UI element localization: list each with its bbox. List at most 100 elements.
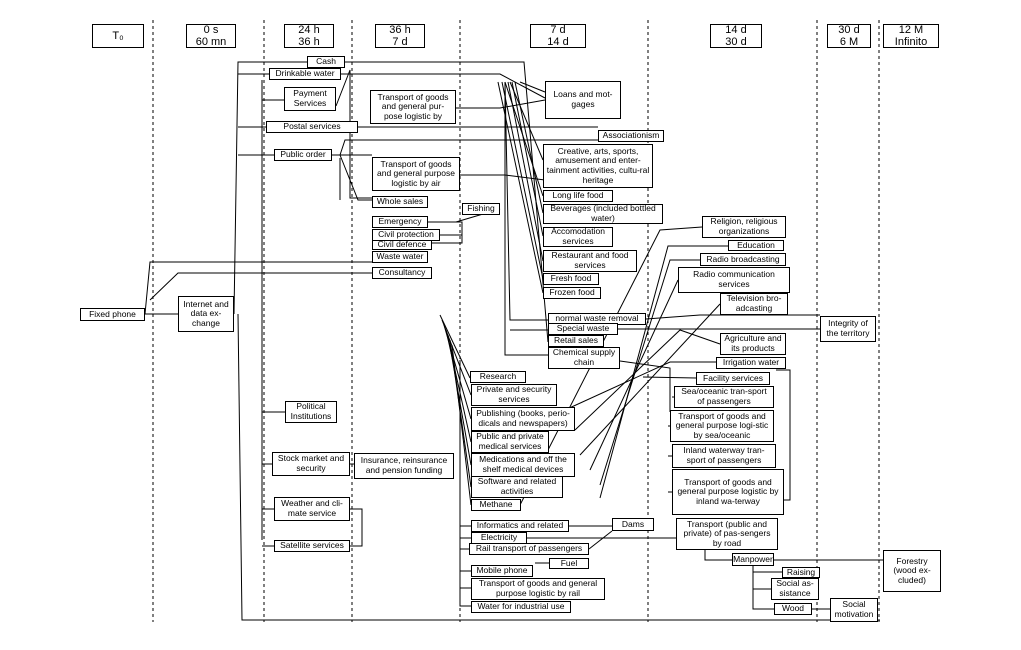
node-informatics: Informatics and related xyxy=(471,520,569,532)
node-label: Associationism xyxy=(602,130,660,141)
connector-line xyxy=(752,566,774,610)
connector-line xyxy=(619,360,671,412)
connector-line xyxy=(599,259,700,486)
node-medical: Public and private medical services xyxy=(471,431,549,453)
node-fishing: Fishing xyxy=(462,203,500,215)
connector-line xyxy=(335,69,372,199)
node-label: Insurance, reinsurance and pension fundi… xyxy=(360,455,448,475)
connector-line xyxy=(776,369,791,501)
node-fresh-food: Fresh food xyxy=(543,273,599,285)
node-software: Software and related activities xyxy=(471,476,563,498)
node-stock-market: Stock market and security xyxy=(272,452,350,476)
node-label: Wood xyxy=(781,603,805,614)
connector-line xyxy=(504,82,548,356)
node-integrity: Integrity of the territory xyxy=(820,316,876,342)
node-label: Transport of goods and general purpose l… xyxy=(377,158,455,188)
timeline-header-line: 7 d xyxy=(392,36,408,48)
node-associationism: Associationism xyxy=(598,130,664,142)
node-label: Stock market and security xyxy=(277,453,345,473)
connector-line xyxy=(451,344,472,506)
node-label: Retail sales xyxy=(554,335,598,346)
node-label: Frozen food xyxy=(549,287,595,298)
node-label: Cash xyxy=(316,56,336,67)
node-label: Special waste xyxy=(556,323,610,334)
node-manpower: Manpower xyxy=(732,553,774,566)
node-label: Radio communication services xyxy=(693,269,775,289)
node-label: Methane xyxy=(479,499,513,510)
node-label: Fuel xyxy=(560,558,578,568)
node-social-assistance: Social as-sistance xyxy=(771,578,819,600)
node-label: Payment Services xyxy=(293,88,327,108)
connector-line xyxy=(339,139,600,156)
node-label: normal waste removal xyxy=(555,313,639,324)
node-satellite: Satellite services xyxy=(274,540,350,552)
node-label: Public order xyxy=(280,149,326,160)
connector-line xyxy=(439,314,471,379)
node-payment: Payment Services xyxy=(284,87,336,111)
node-internet: Internet and data ex-change xyxy=(178,296,234,332)
connector-line xyxy=(339,154,372,201)
node-label: Chemical supply chain xyxy=(552,347,616,367)
timeline-header-line: 36 h xyxy=(389,23,411,36)
timeline-header-line: 0 s xyxy=(203,23,219,36)
connector-line xyxy=(341,73,546,99)
node-label: Education xyxy=(737,240,775,250)
node-label: Transport of goods and general pur-pose … xyxy=(377,91,449,121)
node-civil-defence: Civil defence xyxy=(372,240,432,250)
node-label: Informatics and related xyxy=(476,520,564,531)
node-fuel: Fuel xyxy=(549,558,589,569)
connector-line xyxy=(599,245,728,499)
node-label: Fishing xyxy=(467,203,495,214)
node-publishing: Publishing (books, perio-dicals and news… xyxy=(471,407,575,431)
node-rail-goods: Transport of goods and general purpose l… xyxy=(471,578,605,600)
node-label: Integrity of the territory xyxy=(826,318,870,338)
node-label: Long life food xyxy=(552,190,604,201)
connector-line xyxy=(454,99,546,109)
node-sea-goods: Transport of goods and general purpose l… xyxy=(670,410,774,442)
node-political: Political Institutions xyxy=(285,401,337,423)
node-fixed-phone: Fixed phone xyxy=(80,308,145,321)
node-whole-sales: Whole sales xyxy=(372,196,428,208)
connector-line xyxy=(460,174,546,181)
node-label: Inland waterway tran-sport of passengers xyxy=(683,445,765,465)
timeline-header-line: 14 d xyxy=(547,36,569,48)
timeline-header-line: 60 mn xyxy=(195,36,227,48)
node-label: Fixed phone xyxy=(89,308,136,319)
node-label: Mobile phone xyxy=(476,565,528,576)
timeline-header-line: 6 M xyxy=(839,36,859,48)
node-label: Transport (public and private) of pas-se… xyxy=(683,518,771,548)
connector-line xyxy=(504,81,548,321)
node-label: Electricity xyxy=(480,532,518,543)
timeline-header-line: 14 d xyxy=(725,23,747,36)
node-private-security: Private and security services xyxy=(471,384,557,406)
node-restaurant: Restaurant and food services xyxy=(543,250,637,272)
connector-line xyxy=(233,61,307,315)
node-irrigation: Irrigation water xyxy=(716,357,786,369)
node-label: Public and private medical services xyxy=(476,431,544,451)
node-label: Restaurant and food services xyxy=(551,250,629,270)
node-long-life-food: Long life food xyxy=(543,190,613,202)
node-label: Medications and off the shelf medical de… xyxy=(479,454,567,474)
node-medications: Medications and off the shelf medical de… xyxy=(471,453,575,477)
node-inland-passengers: Inland waterway tran-sport of passengers xyxy=(672,444,776,468)
connector-line xyxy=(507,81,544,262)
node-rail-passengers: Rail transport of passengers xyxy=(469,543,589,555)
node-label: Agriculture and its products xyxy=(724,333,782,353)
node-agriculture: Agriculture and its products xyxy=(720,333,786,355)
node-postal: Postal services xyxy=(266,121,358,133)
node-label: Whole sales xyxy=(376,196,424,207)
connector-line xyxy=(428,221,463,244)
node-television: Television bro-adcasting xyxy=(720,293,788,315)
node-road-passengers: Transport (public and private) of pas-se… xyxy=(676,518,778,550)
node-label: Transport of goods and general purpose l… xyxy=(675,410,769,440)
connector-line xyxy=(704,550,732,561)
node-sea-passengers: Sea/oceanic tran-sport of passengers xyxy=(674,386,774,408)
node-retail-sales: Retail sales xyxy=(548,335,604,347)
node-radio-communication: Radio communication services xyxy=(678,267,790,293)
